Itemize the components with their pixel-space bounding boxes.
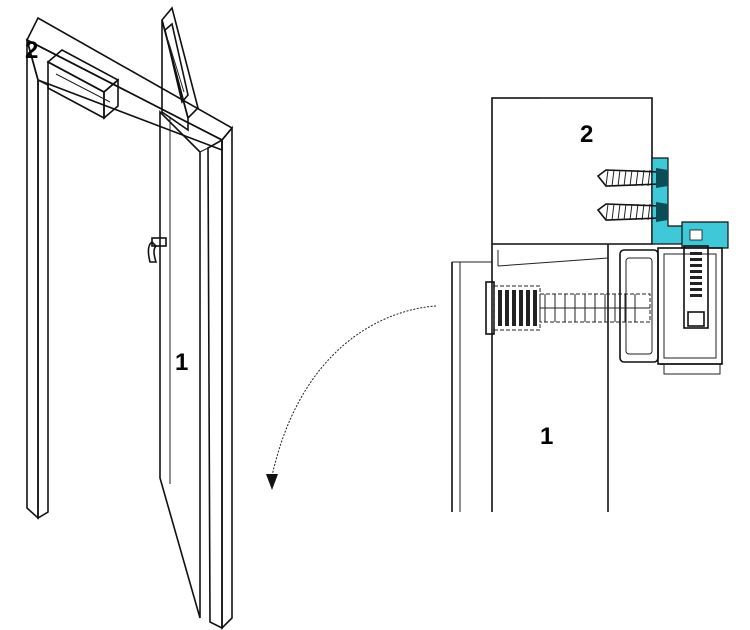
bolt-assembly <box>485 281 651 335</box>
door-closer-section-view: 2 1 <box>451 97 729 512</box>
door-perspective-view: 2 1 <box>25 6 234 630</box>
swing-arrow-icon <box>266 305 437 490</box>
screw-icon <box>596 168 668 188</box>
screw-icon <box>596 202 668 222</box>
door-label-perspective: 1 <box>175 349 188 376</box>
closer-label-section: 2 <box>580 121 593 148</box>
door-frame <box>25 16 234 630</box>
door-closer-perspective <box>46 49 120 120</box>
door-label-section: 1 <box>540 423 553 450</box>
door-leaf <box>159 6 201 619</box>
closer-label-perspective: 2 <box>25 37 38 64</box>
pivot-housing <box>619 245 723 375</box>
door-leaf-section <box>451 243 652 512</box>
door-handle-icon <box>147 237 167 263</box>
